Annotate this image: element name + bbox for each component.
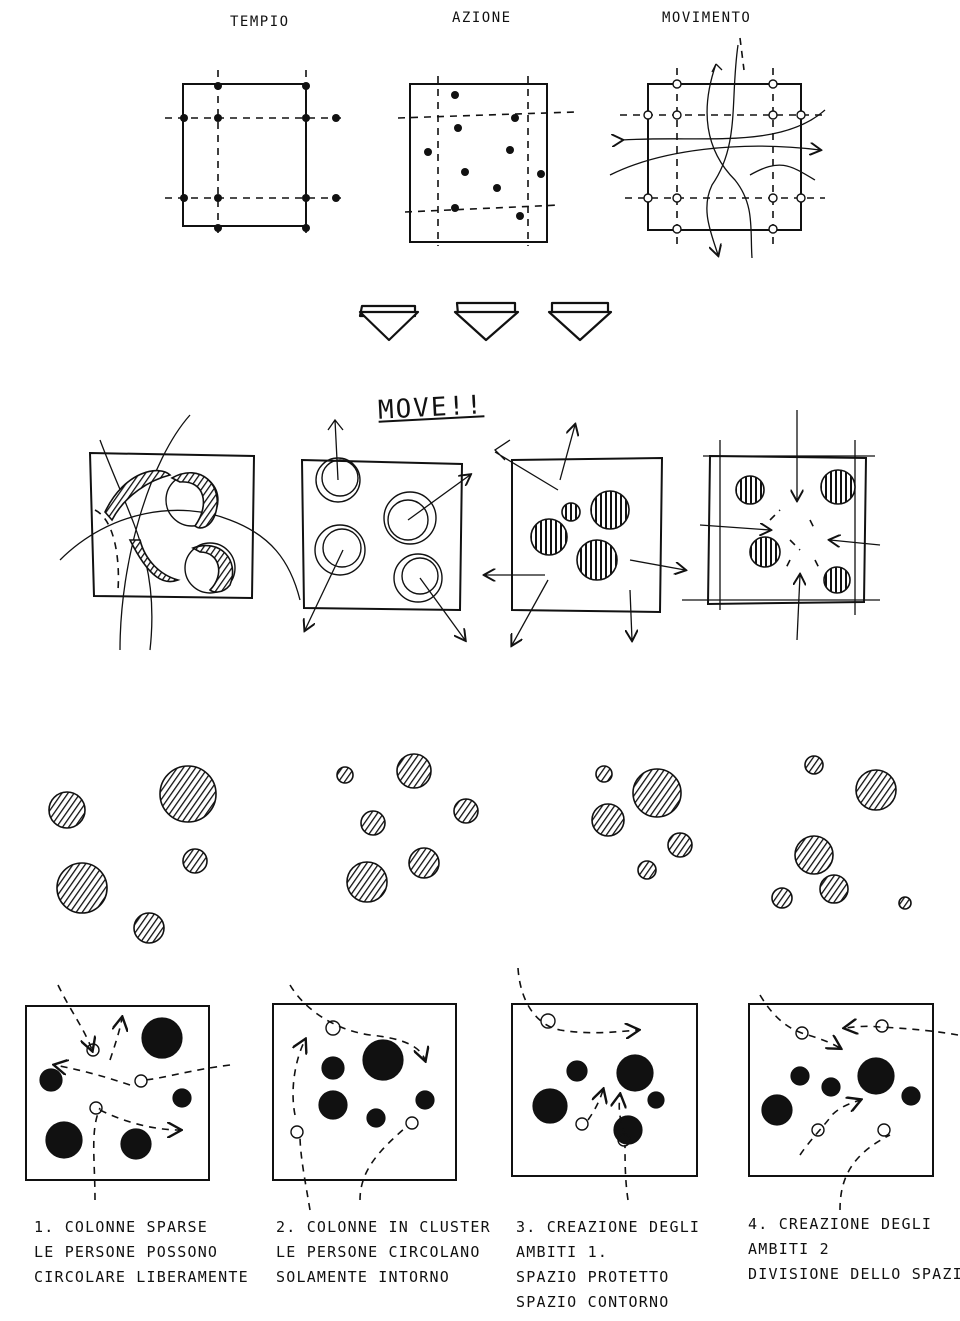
arrows-down [358,301,613,342]
dots-group-3 [591,765,693,880]
caption-2-line-2: LE PERSONE CIRCOLANO [276,1243,481,1261]
label-movimento: MOVIMENTO [662,10,752,26]
caption-2-line-3: SOLAMENTE INTORNO [276,1268,450,1286]
caption-3-line-3: SPAZIO PROTETTO [516,1268,670,1286]
caption-3-line-1: 3. CREAZIONE DEGLI [516,1218,701,1236]
caption-4: 4. CREAZIONE DEGLI AMBITI 2 DIVISIONE DE… [748,1212,960,1287]
caption-2-line-1: 2. COLONNE IN CLUSTER [276,1218,491,1236]
caption-4-line-1: 4. CREAZIONE DEGLI [748,1215,933,1233]
caption-1: 1. COLONNE SPARSE LE PERSONE POSSONO CIR… [34,1215,249,1290]
person-figures [86,1013,891,1147]
plan-1 [25,984,231,1201]
dots-group-4 [771,755,912,910]
caption-1-line-1: 1. COLONNE SPARSE [34,1218,208,1236]
caption-3: 3. CREAZIONE DEGLI AMBITI 1. SPAZIO PROT… [516,1215,700,1315]
sketch-move-2 [300,418,470,640]
sketch-move-3 [485,425,685,645]
diagram-movimento [609,37,828,258]
diagram-azione [397,76,576,246]
sketch-move-1 [59,414,301,651]
caption-1-line-3: CIRCOLARE LIBERAMENTE [34,1268,249,1286]
label-azione: AZIONE [452,10,512,26]
caption-4-line-3: DIVISIONE DELLO SPAZIO [748,1265,960,1283]
label-tempio: TEMPIO [230,14,290,30]
plan-4 [748,994,959,1211]
plan-2 [272,984,457,1211]
move-exclamation: MOVE!! [377,390,485,426]
dots-group-2 [336,753,479,903]
sketch-move-4 [682,410,881,641]
caption-4-line-2: AMBITI 2 [748,1240,830,1258]
caption-3-line-2: AMBITI 1. [516,1243,609,1261]
dots-group-1 [48,765,217,944]
plan-3 [511,967,698,1201]
diagram-tempio [165,70,345,238]
caption-3-line-4: SPAZIO CONTORNO [516,1293,670,1311]
caption-2: 2. COLONNE IN CLUSTER LE PERSONE CIRCOLA… [276,1215,491,1290]
caption-1-line-2: LE PERSONE POSSONO [34,1243,219,1261]
